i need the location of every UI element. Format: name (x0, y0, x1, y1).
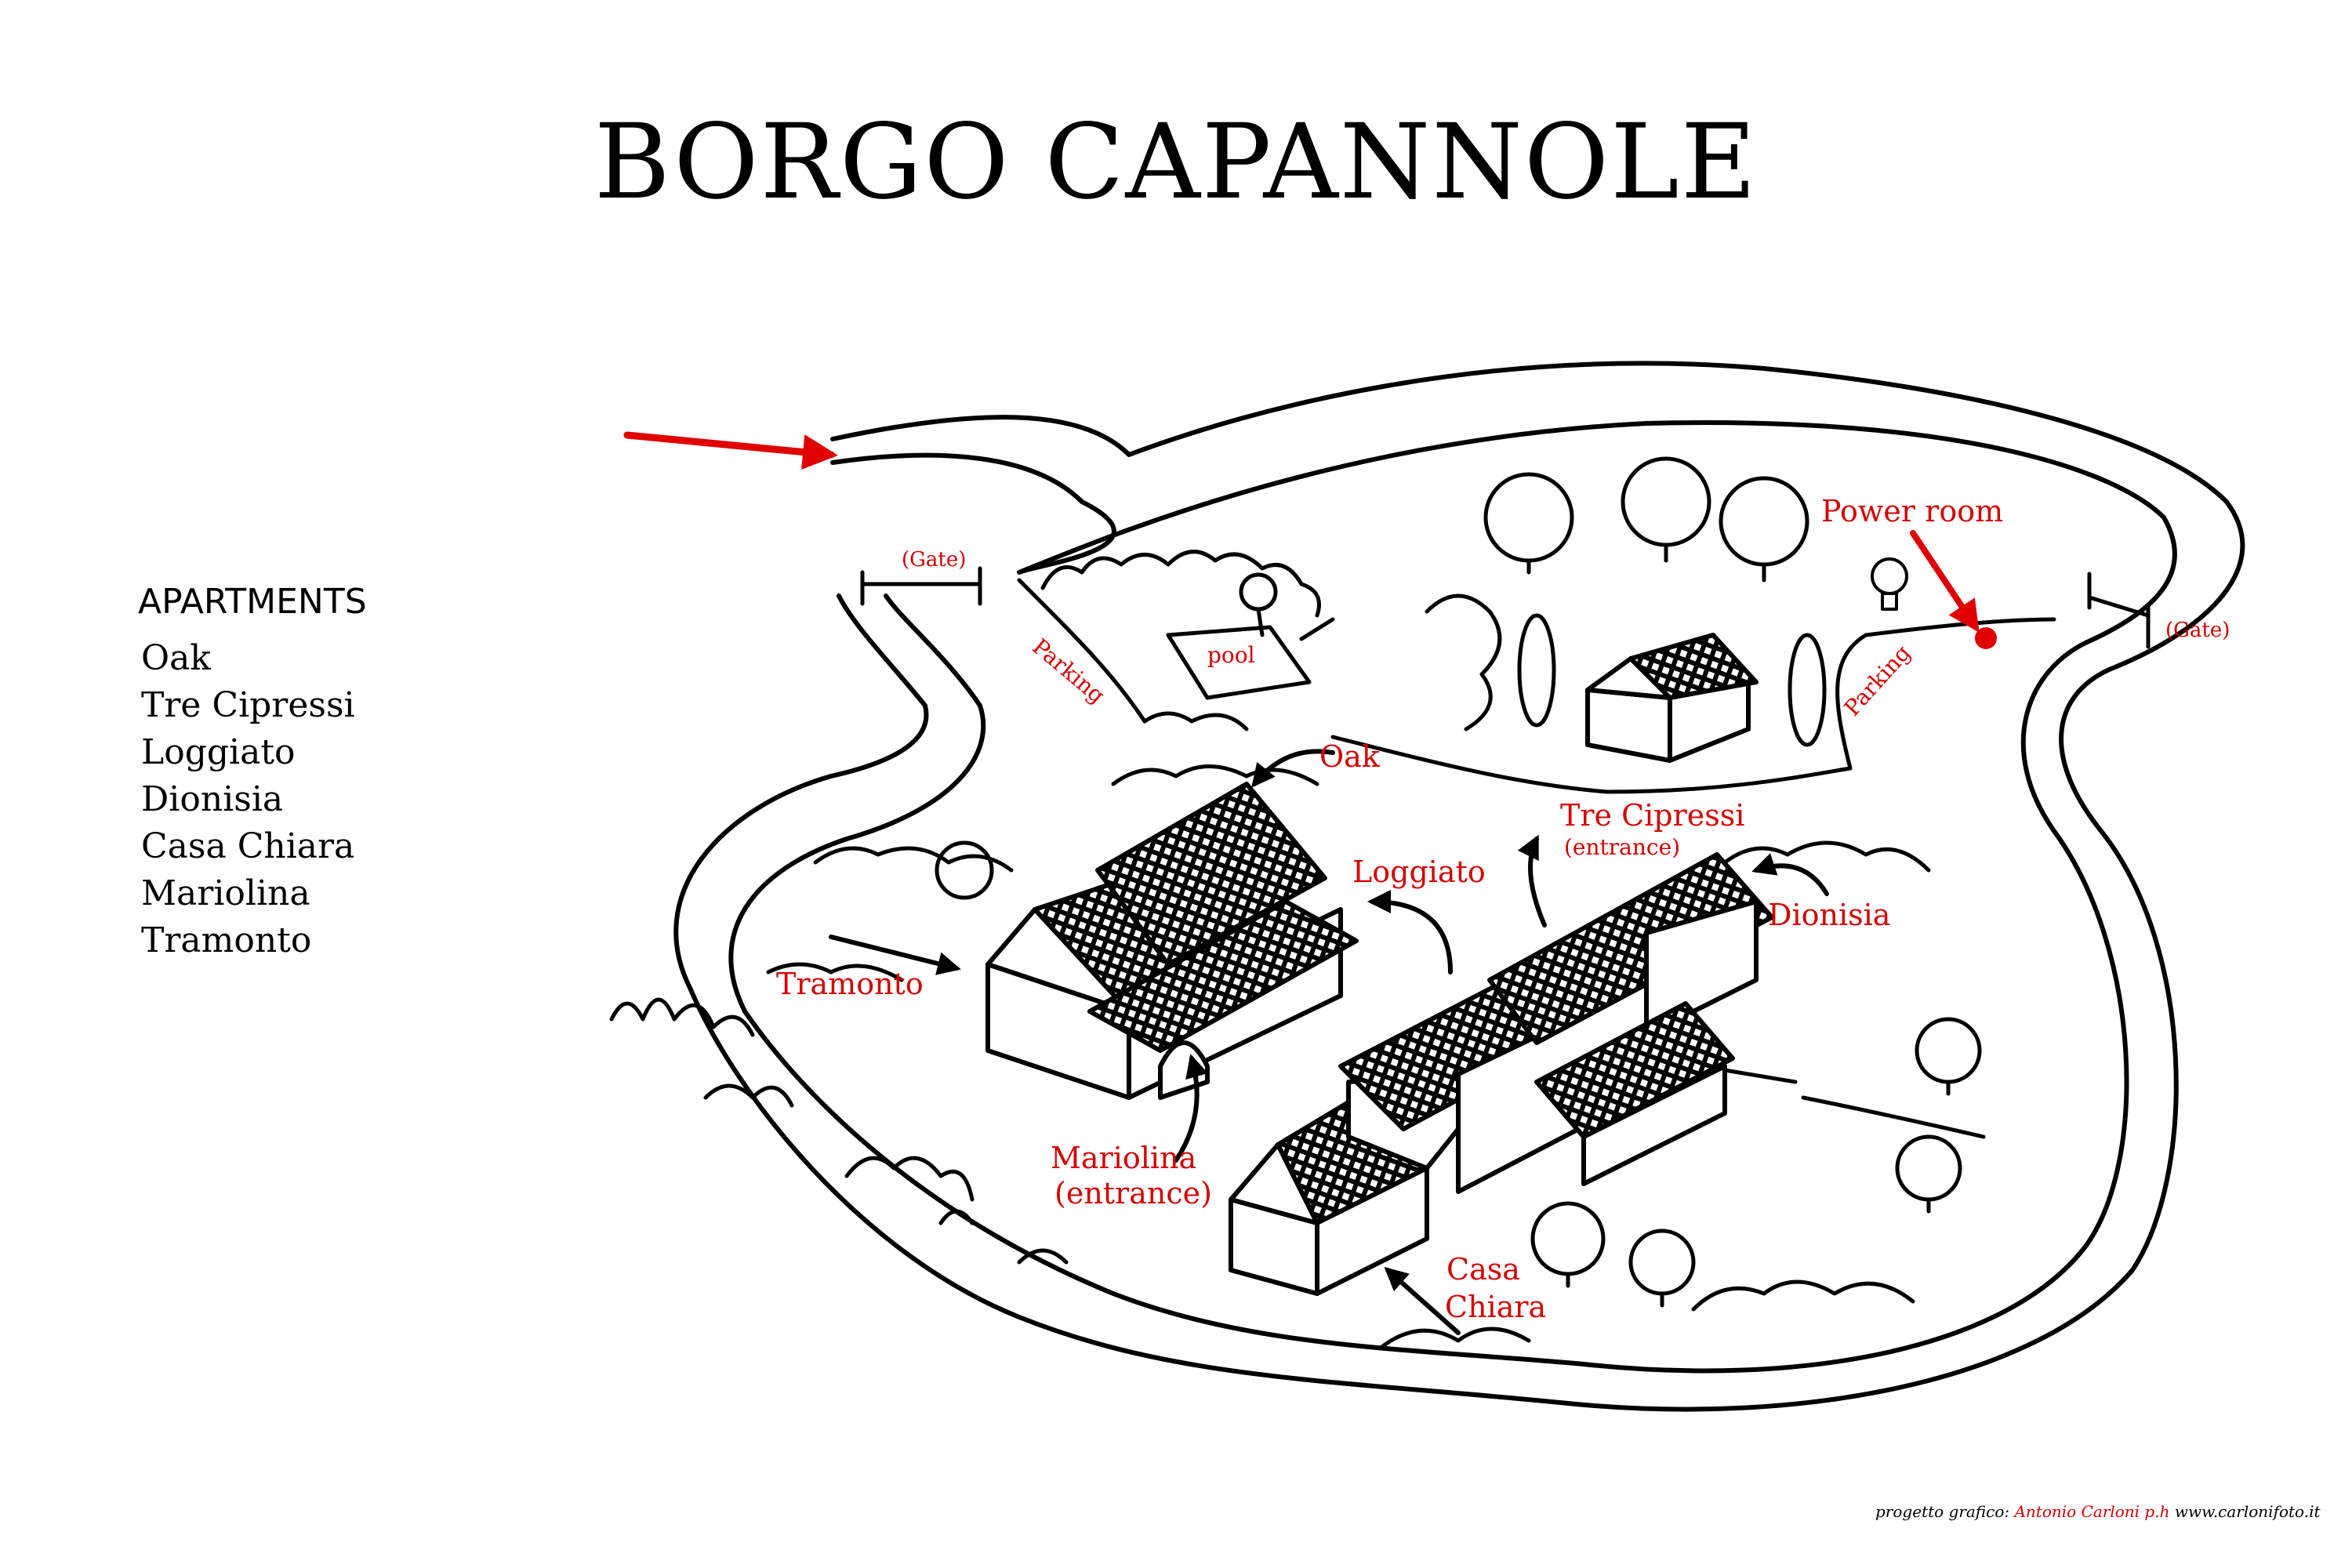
power-room-marker (1975, 627, 1997, 649)
inner-path (1835, 617, 2056, 771)
mariolina-note: (entrance) (1054, 1176, 1212, 1210)
road-inner-edge (728, 420, 2177, 1374)
credit-line: progetto grafico: Antonio Carloni p.h ww… (1875, 1502, 2321, 1521)
loggiato-label: Loggiato (1352, 855, 1486, 889)
legend-item: Casa Chiara (141, 826, 355, 866)
parking-left-label: Parking (1028, 633, 1110, 709)
entry-arrow-icon (623, 431, 838, 470)
mariolina-pointer (1174, 1054, 1209, 1163)
map-title: BORGO CAPANNOLE (593, 102, 1759, 223)
tree-icon (935, 456, 1982, 1308)
legend-item: Oak (141, 638, 211, 678)
oak-pointer (1251, 749, 1335, 788)
gate-icon (860, 566, 982, 606)
legend-item: Dionisia (141, 779, 284, 819)
pool-label: pool (1207, 642, 1255, 668)
hedges (609, 550, 1986, 1351)
oak-label: Oak (1319, 739, 1381, 774)
credit-author: Antonio Carloni p.h (2014, 1502, 2170, 1521)
casa-chiara-label-2: Chiara (1445, 1290, 1546, 1324)
casa-chiara-pointer (1384, 1267, 1461, 1335)
road-outer-edge (673, 361, 2245, 1412)
tre-cipressi-label: Tre Cipressi (1560, 798, 1744, 833)
parking-right-label: Parking (1839, 640, 1916, 721)
power-room-arrow (1910, 530, 1980, 633)
tramonto-pointer (829, 935, 961, 975)
loggiato-pointer (1367, 890, 1453, 975)
gate-icon (2087, 572, 2151, 649)
legend-item: Mariolina (141, 873, 310, 913)
umbrella-icon (1239, 572, 1278, 612)
legend-item: Tre Cipressi (141, 685, 355, 725)
building-south (1229, 852, 1774, 1296)
inner-path (1017, 578, 1147, 724)
inner-path (1330, 735, 1853, 794)
credit-prefix: progetto grafico: (1875, 1502, 2010, 1521)
tramonto-label: Tramonto (776, 967, 924, 1001)
building-north (985, 782, 1359, 1100)
dionisia-label: Dionisia (1768, 898, 1890, 932)
apartments-legend: Oak Tre Cipressi Loggiato Dionisia Casa … (141, 635, 355, 964)
credit-site[interactable]: www.carlonifoto.it (2174, 1502, 2321, 1521)
pool-area (1166, 572, 1335, 700)
tre-cipressi-note: (entrance) (1564, 834, 1680, 860)
lightbulb-icon (1871, 557, 1908, 611)
tre-cipressi-pointer (1517, 834, 1547, 927)
dionisia-pointer (1751, 853, 1829, 896)
casa-chiara-label-1: Casa (1446, 1252, 1520, 1287)
mariolina-label: Mariolina (1051, 1141, 1196, 1175)
gate-left-label: (Gate) (902, 548, 966, 572)
legend-item: Tramonto (141, 920, 312, 960)
legend-heading: APARTMENTS (138, 582, 367, 622)
gate-right-label: (Gate) (2165, 619, 2230, 642)
house-tre-cipressi (1585, 633, 1759, 763)
legend-item: Loggiato (141, 732, 296, 772)
power-room-label: Power room (1821, 494, 2003, 528)
